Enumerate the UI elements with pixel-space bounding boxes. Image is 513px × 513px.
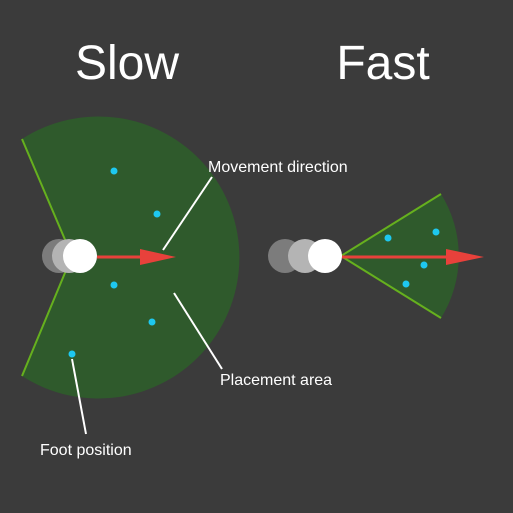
fast-foot-dot [384, 234, 392, 242]
fast-movement-arrow-head [446, 249, 484, 265]
fast-panel [268, 193, 484, 319]
fast-foot-dot [420, 261, 428, 269]
foot-position-leader [71, 358, 87, 435]
slow-foot-dot [153, 210, 161, 218]
movement-direction-leader [162, 176, 213, 251]
slow-foot-dot [148, 318, 156, 326]
slow-title: Slow [75, 37, 179, 90]
placement-area-label: Placement area [220, 372, 332, 389]
slow-foot-dot [68, 350, 76, 358]
fast-foot-dot [402, 280, 410, 288]
placement-area-leader [173, 292, 223, 370]
fast-foot-dot [432, 228, 440, 236]
slow-area-edge-bottom [21, 255, 73, 377]
slow-panel [21, 116, 240, 399]
slow-movement-arrow-head [140, 249, 176, 265]
fast-area-edge-top [340, 193, 442, 257]
fast-title: Fast [336, 37, 429, 90]
foot-position-label: Foot position [40, 442, 132, 459]
slow-foot-dot [110, 167, 118, 175]
slow-area-edge-top [21, 138, 73, 257]
movement-direction-label: Movement direction [208, 159, 348, 176]
fast-area-edge-bottom [340, 255, 442, 319]
slow-body [63, 239, 97, 273]
fast-body [308, 239, 342, 273]
slow-foot-dot [110, 281, 118, 289]
